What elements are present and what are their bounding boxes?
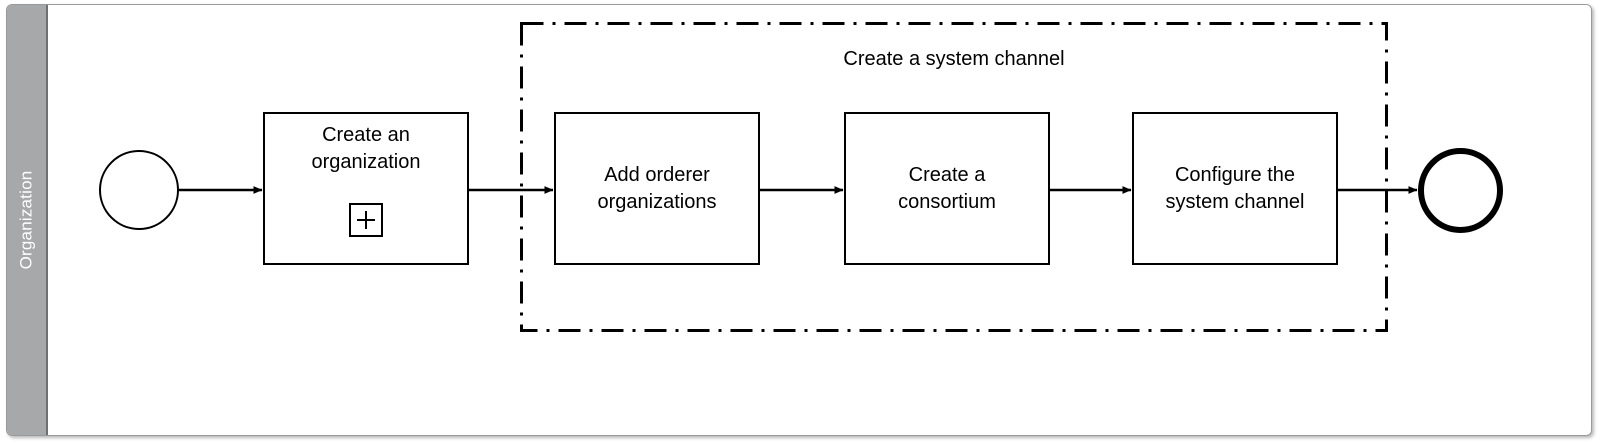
- task-label: Create an organization: [311, 124, 421, 173]
- sub-process-plus-icon: [349, 203, 383, 237]
- group-create-a-system-channel[interactable]: Create a system channel: [520, 22, 1388, 332]
- lane-label: Organization: [16, 170, 36, 270]
- task-label: Create a consortium: [898, 163, 996, 213]
- end-event[interactable]: [1418, 148, 1503, 233]
- lane-header-organization: Organization: [7, 5, 48, 435]
- task-add-orderer-organizations[interactable]: Add orderer organizations: [554, 112, 760, 265]
- group-label: Create a system channel: [843, 48, 1065, 70]
- start-event[interactable]: [99, 150, 179, 230]
- task-create-an-organization[interactable]: Create an organization: [263, 112, 469, 265]
- task-label: Add orderer organizations: [597, 163, 717, 213]
- task-label: Configure the system channel: [1165, 163, 1305, 213]
- task-configure-the-system-channel[interactable]: Configure the system channel: [1132, 112, 1338, 265]
- group-border-icon: [520, 22, 1388, 332]
- task-create-a-consortium[interactable]: Create a consortium: [844, 112, 1050, 265]
